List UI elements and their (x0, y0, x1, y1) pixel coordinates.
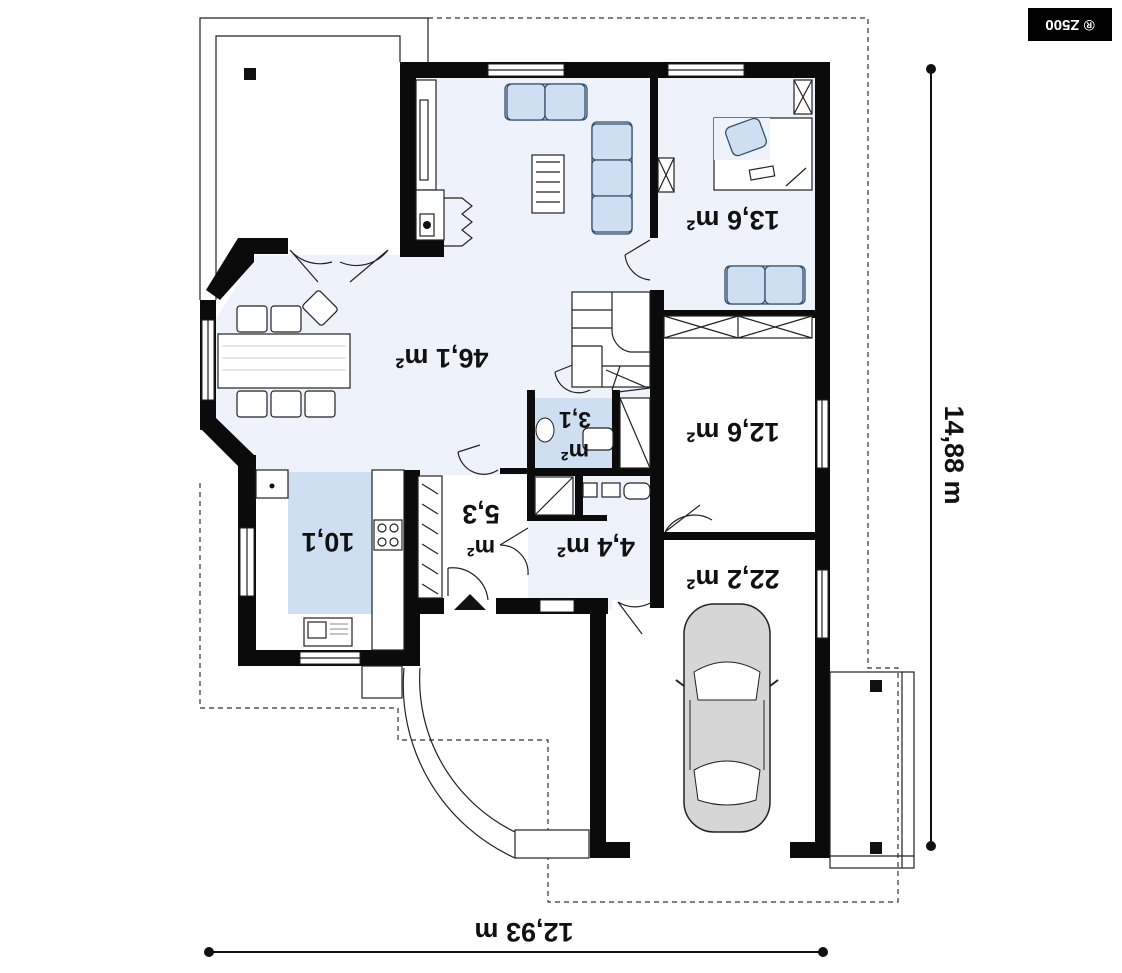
office-furniture (657, 79, 813, 305)
label-garage: 22,2 m² (686, 564, 779, 594)
fireplace (415, 79, 473, 247)
kitchen-units (255, 469, 405, 651)
label-room: 12,6 m² (686, 417, 779, 447)
dimension-width (204, 947, 828, 957)
terrace (199, 17, 429, 300)
label-depth: 14,88 m (939, 405, 969, 504)
dimension-depth (926, 64, 936, 851)
dining-set (217, 290, 351, 418)
bathroom-fixtures (534, 397, 651, 516)
label-hall-unit: m² (467, 535, 495, 561)
label-width: 12,93 m (474, 917, 573, 947)
entrance[interactable] (361, 594, 590, 859)
doors[interactable] (289, 239, 713, 635)
room-closet (663, 315, 813, 339)
label-office: 13,6 m² (686, 205, 779, 235)
label-living: 46,1 m² (395, 343, 488, 373)
living-furniture (504, 83, 633, 235)
post-marker (244, 68, 256, 80)
carport (829, 671, 915, 869)
label-bath-value: 3,1 (559, 407, 591, 433)
windows (201, 63, 829, 665)
hall-wardrobe (417, 475, 443, 599)
label-hall-value: 5,3 (462, 499, 500, 529)
labels: 46,1 m² 13,6 m² 12,6 m² 3,1 m² 5,3 m² 4,… (302, 205, 969, 947)
label-kitchen: 10,1 (302, 527, 355, 557)
staircase[interactable] (571, 291, 651, 393)
roof-outline (199, 17, 899, 903)
label-bath-unit: m² (561, 439, 589, 465)
car-icon (675, 603, 779, 833)
kitchen-island (288, 472, 372, 614)
label-utility: 4,4 m² (557, 532, 635, 562)
